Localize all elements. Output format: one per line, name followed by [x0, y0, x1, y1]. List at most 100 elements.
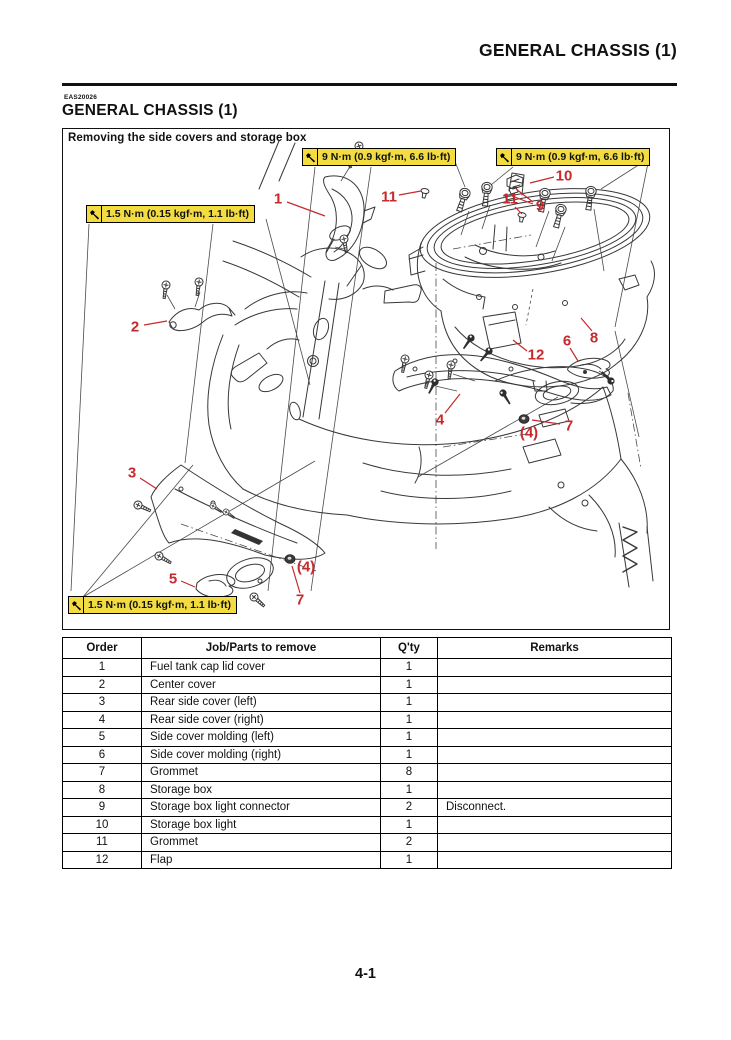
table-cell: 4	[62, 710, 142, 729]
table-cell: Disconnect.	[437, 798, 672, 817]
page-header-title: GENERAL CHASSIS (1)	[479, 40, 677, 60]
exploded-diagram	[70, 140, 655, 610]
torque-label-9nm-right: 9 N·m (0.9 kgf·m, 6.6 lb·ft)	[496, 148, 651, 166]
table-cell	[437, 658, 672, 677]
callout-9: 9	[535, 197, 545, 215]
callout-12: 12	[527, 346, 545, 364]
callout-qty4-bottom: (4)	[296, 558, 316, 576]
table-cell: 1	[380, 850, 438, 869]
vent-slot	[231, 529, 263, 545]
callout-4: 4	[435, 411, 445, 429]
table-cell	[437, 675, 672, 694]
callout-6: 6	[562, 332, 572, 350]
column-header-2: Q'ty	[380, 637, 438, 659]
callout-11-right: 11	[502, 190, 518, 208]
table-cell	[437, 850, 672, 869]
table-cell: 1	[380, 745, 438, 764]
callout-5: 5	[168, 570, 178, 588]
table-cell: 8	[62, 780, 142, 799]
table-cell: 1	[380, 658, 438, 677]
table-cell: Center cover	[141, 675, 381, 694]
wrench-icon	[497, 149, 512, 165]
header-rule	[62, 83, 677, 86]
callout-2: 2	[130, 318, 140, 336]
torque-value: 9 N·m (0.9 kgf·m, 6.6 lb·ft)	[516, 151, 645, 163]
projection-lines	[70, 158, 649, 598]
torque-value: 1.5 N·m (0.15 kgf·m, 1.1 lb·ft)	[88, 599, 231, 611]
table-cell: Rear side cover (left)	[141, 693, 381, 712]
table-cell: 1	[380, 693, 438, 712]
table-cell: 1	[380, 780, 438, 799]
table-cell	[437, 763, 672, 782]
table-cell: Flap	[141, 850, 381, 869]
red-leader-lines	[139, 176, 593, 594]
table-cell: 12	[62, 850, 142, 869]
table-cell: Side cover molding (left)	[141, 728, 381, 747]
table-cell: 2	[380, 798, 438, 817]
table-cell	[437, 833, 672, 852]
table-cell	[437, 745, 672, 764]
callout-3: 3	[127, 464, 137, 482]
wrench-icon	[69, 597, 84, 613]
wrench-icon	[87, 206, 102, 222]
table-cell: 1	[380, 728, 438, 747]
table-cell: 1	[380, 710, 438, 729]
table-cell	[437, 815, 672, 834]
callout-7-right: 7	[564, 417, 574, 435]
callout-1: 1	[273, 190, 283, 208]
table-cell: Grommet	[141, 763, 381, 782]
table-cell	[437, 693, 672, 712]
table-cell	[437, 780, 672, 799]
column-header-0: Order	[62, 637, 142, 659]
table-cell: 1	[380, 815, 438, 834]
table-cell: 2	[62, 675, 142, 694]
centerline-dashdot	[180, 234, 642, 572]
table-cell: 1	[62, 658, 142, 677]
table-cell: 10	[62, 815, 142, 834]
table-cell	[437, 710, 672, 729]
table-cell: 7	[62, 763, 142, 782]
callout-7-bottom: 7	[295, 591, 305, 609]
table-cell: Grommet	[141, 833, 381, 852]
table-cell: 6	[62, 745, 142, 764]
table-cell: Fuel tank cap lid cover	[141, 658, 381, 677]
table-cell: Storage box light	[141, 815, 381, 834]
section-code: EAS20026	[64, 94, 98, 101]
table-cell	[437, 728, 672, 747]
page-number: 4-1	[355, 966, 376, 982]
torque-value: 1.5 N·m (0.15 kgf·m, 1.1 lb·ft)	[106, 208, 249, 220]
table-cell: Rear side cover (right)	[141, 710, 381, 729]
wrench-icon	[303, 149, 318, 165]
callout-qty4-right: (4)	[519, 424, 539, 442]
table-cell: Storage box light connector	[141, 798, 381, 817]
table-cell: 11	[62, 833, 142, 852]
table-cell: 2	[380, 833, 438, 852]
table-cell: 9	[62, 798, 142, 817]
table-cell: 8	[380, 763, 438, 782]
table-cell: 5	[62, 728, 142, 747]
table-cell: 3	[62, 693, 142, 712]
table-cell: 1	[380, 675, 438, 694]
alignment-dashed	[525, 288, 534, 326]
figure-box: Removing the side covers and storage box…	[62, 128, 670, 630]
torque-label-1-5nm-lower: 1.5 N·m (0.15 kgf·m, 1.1 lb·ft)	[68, 596, 237, 614]
callout-11-left: 11	[381, 188, 397, 206]
section-title: GENERAL CHASSIS (1)	[62, 102, 238, 119]
torque-label-9nm-left: 9 N·m (0.9 kgf·m, 6.6 lb·ft)	[302, 148, 457, 166]
callout-8: 8	[589, 329, 599, 347]
figure-caption: Removing the side covers and storage box	[68, 132, 307, 144]
callout-10: 10	[555, 167, 573, 185]
